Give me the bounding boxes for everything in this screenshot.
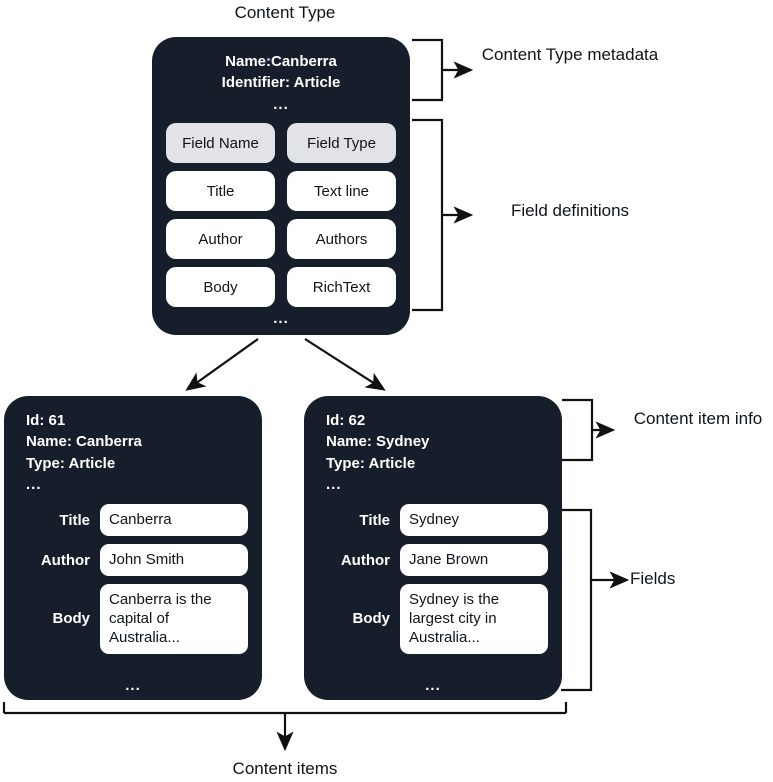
field-name-cell: Title <box>166 171 275 211</box>
field-row: Body Canberra is the capital of Australi… <box>16 584 248 654</box>
arrow-to-item-right <box>304 338 386 391</box>
field-row: Author Jane Brown <box>316 544 548 576</box>
bracket-content-type-metadata <box>412 38 444 102</box>
field-label-author: Author <box>340 551 390 569</box>
field-label-title: Title <box>359 511 390 529</box>
field-definitions-ellipsis: ... <box>273 310 289 327</box>
field-value-body: Sydney is the largest city in Australia.… <box>400 584 548 654</box>
content-item-fields: Title Canberra Author John Smith Body Ca… <box>16 504 248 654</box>
content-item-id: Id: 62 <box>326 412 366 429</box>
content-item-card-62: Id: 62 Name: Sydney Type: Article ... Ti… <box>304 396 562 700</box>
content-item-info-ellipsis: ... <box>26 475 42 493</box>
field-label-body: Body <box>52 610 91 628</box>
content-item-info: Id: 62 Name: Sydney Type: Article ... <box>326 410 429 495</box>
content-item-fields: Title Sydney Author Jane Brown Body Sydn… <box>316 504 548 654</box>
field-label-title: Title <box>59 511 90 529</box>
bracket-item-fields <box>561 508 593 692</box>
field-name-cell: Body <box>166 267 275 307</box>
field-definitions-table: Field Name Field Type Title Text line Au… <box>166 123 396 307</box>
content-item-name: Name: Sydney <box>326 433 430 451</box>
field-value-author: Jane Brown <box>400 544 548 576</box>
annotation-fields: Fields <box>630 569 676 588</box>
field-value-body: Canberra is the capital of Australia... <box>100 584 248 654</box>
content-type-name: Name:Canberra <box>225 53 337 70</box>
content-item-type: Type: Article <box>26 454 116 472</box>
content-item-id: Id: 61 <box>26 412 66 429</box>
field-label-body: Body <box>352 610 391 628</box>
field-row: Title Sydney <box>316 504 548 536</box>
table-row: Body RichText <box>166 267 396 307</box>
page-title: Content Type <box>234 3 336 22</box>
field-value-author: John Smith <box>100 544 248 576</box>
field-type-cell: Text line <box>287 171 396 211</box>
arrow-to-item-left <box>185 338 259 391</box>
content-item-type: Type: Article <box>326 454 416 472</box>
content-type-metadata-ellipsis: ... <box>273 95 289 113</box>
column-header-field-type: Field Type <box>287 123 396 163</box>
table-header-row: Field Name Field Type <box>166 123 396 163</box>
bracket-content-item-info <box>562 398 594 462</box>
field-value-title: Canberra <box>100 504 248 536</box>
field-value-title: Sydney <box>400 504 548 536</box>
table-row: Author Authors <box>166 219 396 259</box>
content-type-card: Name:Canberra Identifier: Article ... Fi… <box>152 37 410 335</box>
content-item-info: Id: 61 Name: Canberra Type: Article ... <box>26 410 142 495</box>
table-row: Title Text line <box>166 171 396 211</box>
content-item-info-ellipsis: ... <box>326 475 342 493</box>
field-name-cell: Author <box>166 219 275 259</box>
content-item-card-61: Id: 61 Name: Canberra Type: Article ... … <box>4 396 262 700</box>
field-type-cell: Authors <box>287 219 396 259</box>
annotation-field-definitions: Field definitions <box>510 201 630 220</box>
field-row: Title Canberra <box>16 504 248 536</box>
content-item-name: Name: Canberra <box>26 433 142 451</box>
field-row: Body Sydney is the largest city in Austr… <box>316 584 548 654</box>
field-row: Author John Smith <box>16 544 248 576</box>
field-label-author: Author <box>40 551 90 569</box>
content-item-fields-ellipsis: ... <box>125 677 141 694</box>
field-type-cell: RichText <box>287 267 396 307</box>
annotation-content-item-info: Content item info <box>633 409 763 428</box>
annotation-content-items: Content items <box>232 759 338 778</box>
content-type-metadata: Name:Canberra Identifier: Article ... <box>152 51 410 115</box>
annotation-content-type-metadata: Content Type metadata <box>481 45 659 64</box>
bracket-field-definitions <box>412 118 444 312</box>
content-type-identifier: Identifier: Article <box>221 74 341 92</box>
content-item-fields-ellipsis: ... <box>425 677 441 694</box>
column-header-field-name: Field Name <box>166 123 275 163</box>
